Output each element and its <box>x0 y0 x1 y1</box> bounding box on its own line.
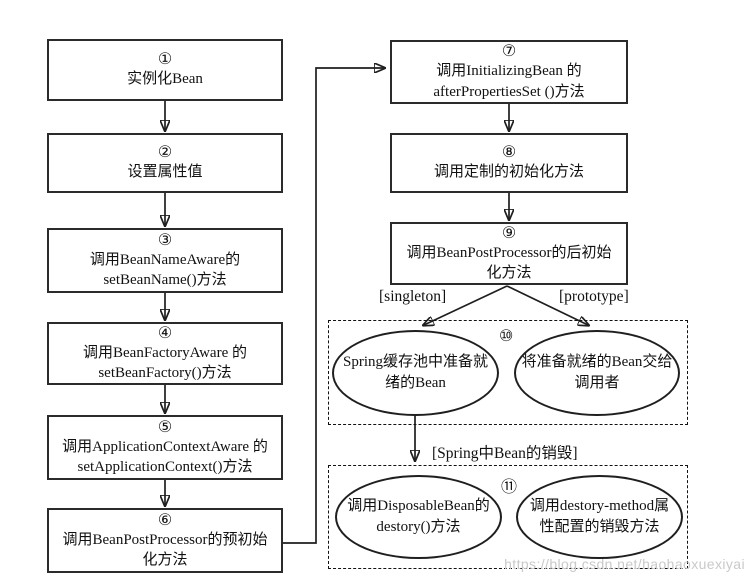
step-number: ⑦ <box>501 43 517 61</box>
step-number: ④ <box>157 324 173 342</box>
step-box-set-properties: ② 设置属性值 <box>47 133 283 193</box>
step-box-beanpostprocessor-after-init: ⑨ 调用BeanPostProcessor的后初始 化方法 <box>390 222 628 285</box>
singleton-label: [singleton] <box>379 288 447 305</box>
ellipse-destroy-method: 调用destory-method属 性配置的销毁方法 <box>516 475 683 559</box>
step-text: 调用定制的初始化方法 <box>433 164 584 181</box>
step-text: 设置属性值 <box>127 164 203 181</box>
group-number-11: ⑪ <box>501 479 518 496</box>
destroy-section-label: [Spring中Bean的销毁] <box>432 445 578 462</box>
step-box-beanfactoryaware: ④ 调用BeanFactoryAware 的 setBeanFactory()方… <box>47 322 283 385</box>
step-number: ⑤ <box>157 418 173 436</box>
ellipse-hand-to-caller: 将准备就绪的Bean交给 调用者 <box>514 330 680 416</box>
step-text: 调用BeanNameAware的 setBeanName()方法 <box>89 251 241 289</box>
step-text: 调用BeanFactoryAware 的 setBeanFactory()方法 <box>83 344 247 382</box>
step-number: ⑧ <box>501 144 517 162</box>
group-number-10: ⑩ <box>499 328 514 345</box>
ellipse-spring-cache-pool: Spring缓存池中准备就 绪的Bean <box>332 330 499 416</box>
step-box-instantiate-bean: ① 实例化Bean <box>47 39 283 101</box>
ready-bean-group <box>328 320 688 425</box>
step-text: 调用BeanPostProcessor的后初始 化方法 <box>406 244 612 282</box>
step-box-initializingbean: ⑦ 调用InitializingBean 的 afterPropertiesSe… <box>390 40 628 104</box>
destroy-group <box>328 465 688 569</box>
step-text: 调用BeanPostProcessor的预初始 化方法 <box>62 531 268 569</box>
step-number: ③ <box>157 231 173 249</box>
step-box-beanpostprocessor-before-init: ⑥ 调用BeanPostProcessor的预初始 化方法 <box>47 508 283 573</box>
step-box-custom-init: ⑧ 调用定制的初始化方法 <box>390 133 628 193</box>
prototype-label: [prototype] <box>559 288 629 305</box>
step-text: 实例化Bean <box>127 71 203 88</box>
step-box-beannameaware: ③ 调用BeanNameAware的 setBeanName()方法 <box>47 228 283 293</box>
ellipse-disposablebean-destroy: 调用DisposableBean的 destory()方法 <box>335 475 502 559</box>
step-text: 调用ApplicationContextAware 的 setApplicati… <box>62 438 268 476</box>
watermark-url: https://blog.csdn.net/haohaoxuexiyai <box>504 556 745 572</box>
step-number: ⑨ <box>501 224 517 242</box>
step-number: ⑥ <box>157 511 173 529</box>
step-box-applicationcontextaware: ⑤ 调用ApplicationContextAware 的 setApplica… <box>47 415 283 480</box>
step-text: 调用InitializingBean 的 afterPropertiesSet … <box>433 63 585 100</box>
step-number: ② <box>157 144 173 162</box>
step-number: ① <box>157 51 173 69</box>
